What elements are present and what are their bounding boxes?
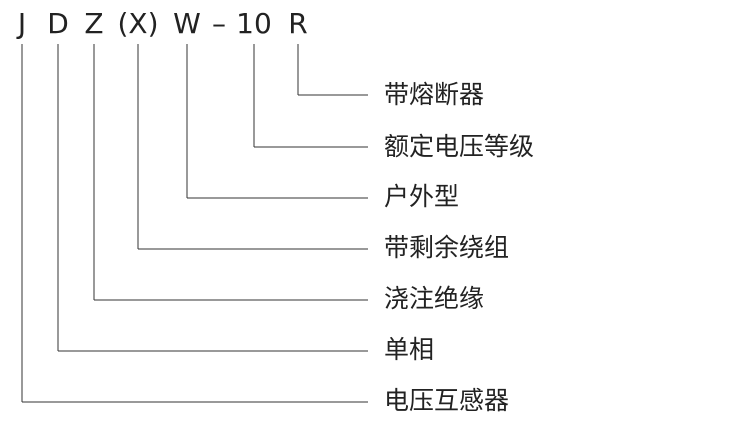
code-char-z: Z (84, 7, 104, 40)
meaning-voltage-transformer: 电压互感器 (384, 386, 510, 415)
meaning-single-phase: 单相 (384, 335, 435, 364)
code-char-10: 10 (236, 7, 272, 40)
code-char-w: W (173, 7, 201, 40)
code-char-r: R (288, 7, 308, 40)
meaning-rated-voltage: 额定电压等级 (384, 132, 535, 161)
meaning-cast-insulation: 浇注绝缘 (384, 284, 485, 313)
code-char-j: J (17, 7, 27, 40)
code-char-d: D (47, 7, 69, 40)
code-char-x: (X) (117, 7, 159, 40)
meaning-outdoor: 户外型 (384, 182, 460, 211)
meaning-fuse: 带熔断器 (384, 80, 485, 109)
code-char-dash: – (212, 7, 226, 40)
meaning-residual-winding: 带剩余绕组 (384, 233, 510, 262)
